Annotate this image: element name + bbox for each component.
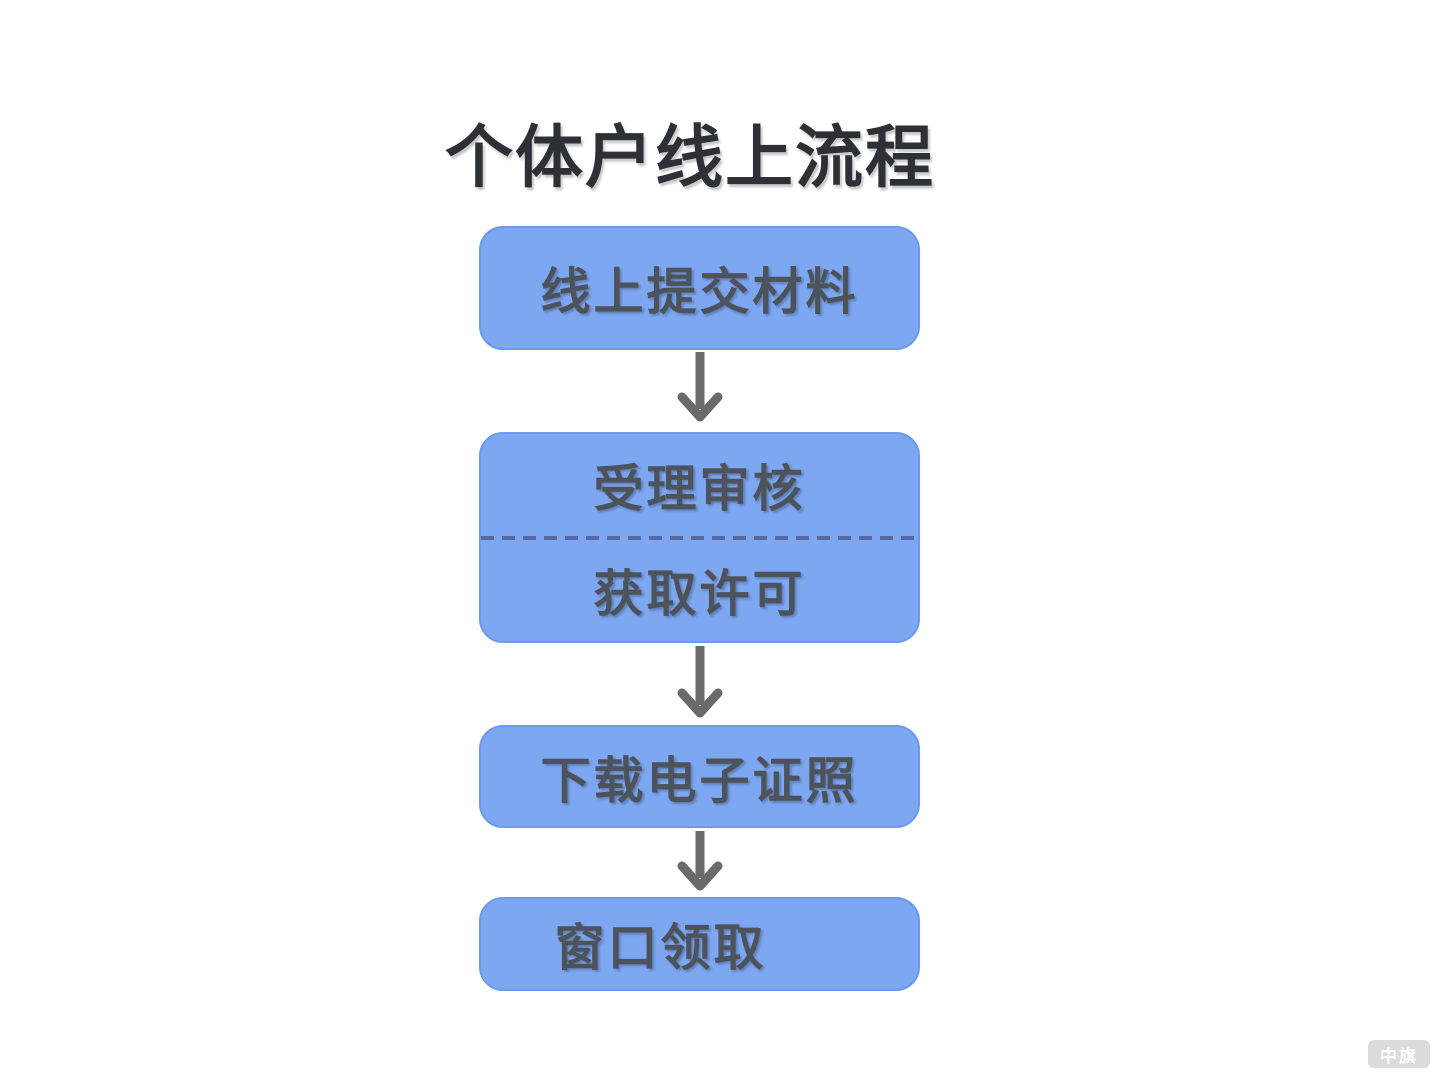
step-label-permit: 获取许可 (593, 566, 806, 623)
step-label: 下载电子证照 (540, 752, 859, 809)
dashed-divider (481, 535, 918, 540)
step-box-review-and-permit: 受理审核 获取许可 (479, 432, 920, 643)
arrow-down-icon (677, 352, 723, 422)
step-label: 窗口领取 (554, 920, 767, 976)
step-box-window-pickup: 窗口领取 (479, 897, 920, 991)
step-box-download-certificate: 下载电子证照 (479, 725, 920, 828)
watermark-label: 中旗 (1380, 1046, 1418, 1066)
arrow-down-icon (677, 646, 723, 718)
page-title: 个体户线上流程 (444, 120, 935, 196)
watermark-badge: 中旗 (1368, 1040, 1430, 1068)
step-box-submit-materials: 线上提交材料 (479, 226, 920, 350)
arrow-down-icon (677, 831, 723, 891)
step-label-review: 受理审核 (593, 460, 806, 517)
step-label: 线上提交材料 (540, 264, 859, 320)
